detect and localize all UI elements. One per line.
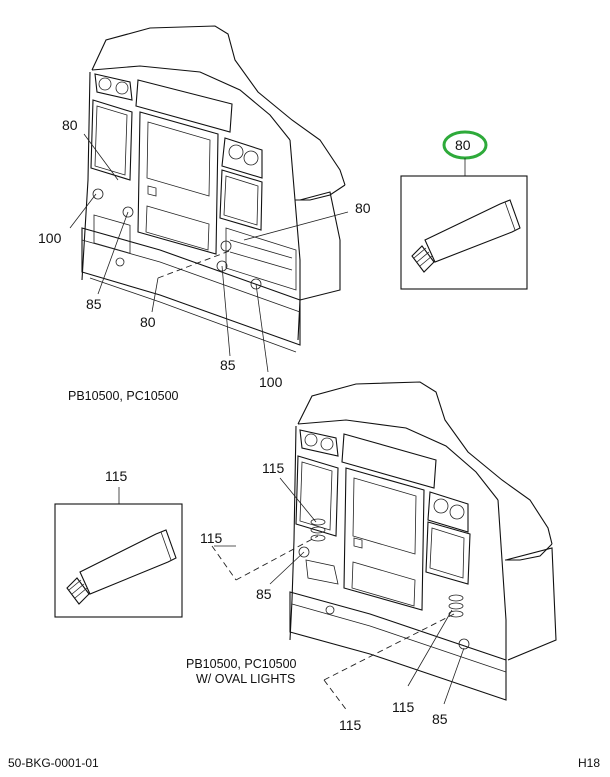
- inset-tube-115: 115: [54, 468, 183, 618]
- caption-top-models: PB10500, PC10500: [68, 389, 179, 403]
- callout-115-left: 115: [200, 530, 223, 546]
- caption-bottom-models: PB10500, PC10500: [186, 657, 297, 671]
- callout-100-bottom: 100: [259, 374, 283, 390]
- tube-icon-top: [411, 199, 521, 273]
- bus-rear-bottom-illustration: [289, 381, 557, 701]
- bottom-leader-lines: [211, 477, 465, 713]
- document-id: 50-BKG-0001-01: [8, 756, 99, 770]
- bus-rear-top-illustration: [81, 25, 346, 353]
- sheet-number: H18: [578, 756, 601, 770]
- caption-bottom-variant: W/ OVAL LIGHTS: [196, 672, 295, 686]
- tube-icon-bottom: [66, 529, 177, 605]
- callout-85-bottom: 85: [220, 357, 236, 373]
- callout-100-left: 100: [38, 230, 62, 246]
- callout-80-inset: 80: [455, 137, 471, 153]
- callout-85-left: 85: [86, 296, 102, 312]
- callout-115-inset: 115: [105, 468, 128, 484]
- callout-115-bottom: 115: [339, 717, 362, 733]
- callout-85-right-bottom: 85: [432, 711, 448, 727]
- inset-tube-80: 80: [400, 130, 528, 290]
- callout-80-upper-left: 80: [62, 117, 78, 133]
- callout-80-right: 80: [355, 200, 371, 216]
- top-leader-lines: [69, 133, 349, 373]
- callout-115-right: 115: [392, 699, 415, 715]
- callout-85-left-bottom: 85: [256, 586, 272, 602]
- callout-115-top: 115: [262, 460, 285, 476]
- callout-80-bottom: 80: [140, 314, 156, 330]
